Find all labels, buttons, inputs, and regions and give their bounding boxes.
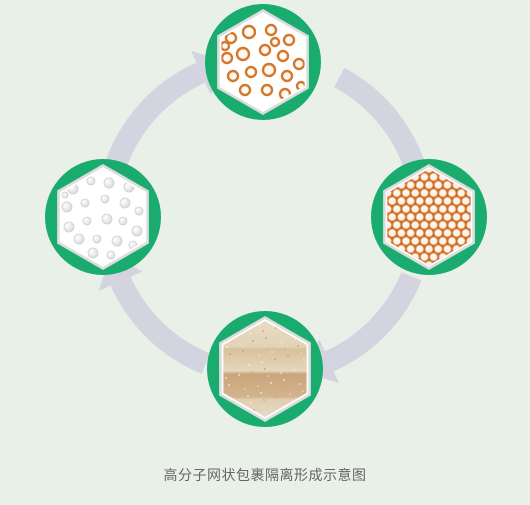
- stage-content: [221, 23, 305, 101]
- diagram-caption: 高分子网状包裹隔离形成示意图: [163, 468, 367, 484]
- stages-group: [45, 4, 487, 427]
- stage-honeycomb-network: [371, 159, 487, 275]
- stage-coated-rings: [205, 4, 321, 120]
- stage-content: [61, 176, 144, 260]
- stage-white-particles: [45, 159, 161, 275]
- stage-layered-material: [207, 311, 323, 427]
- stage-content: [223, 321, 307, 417]
